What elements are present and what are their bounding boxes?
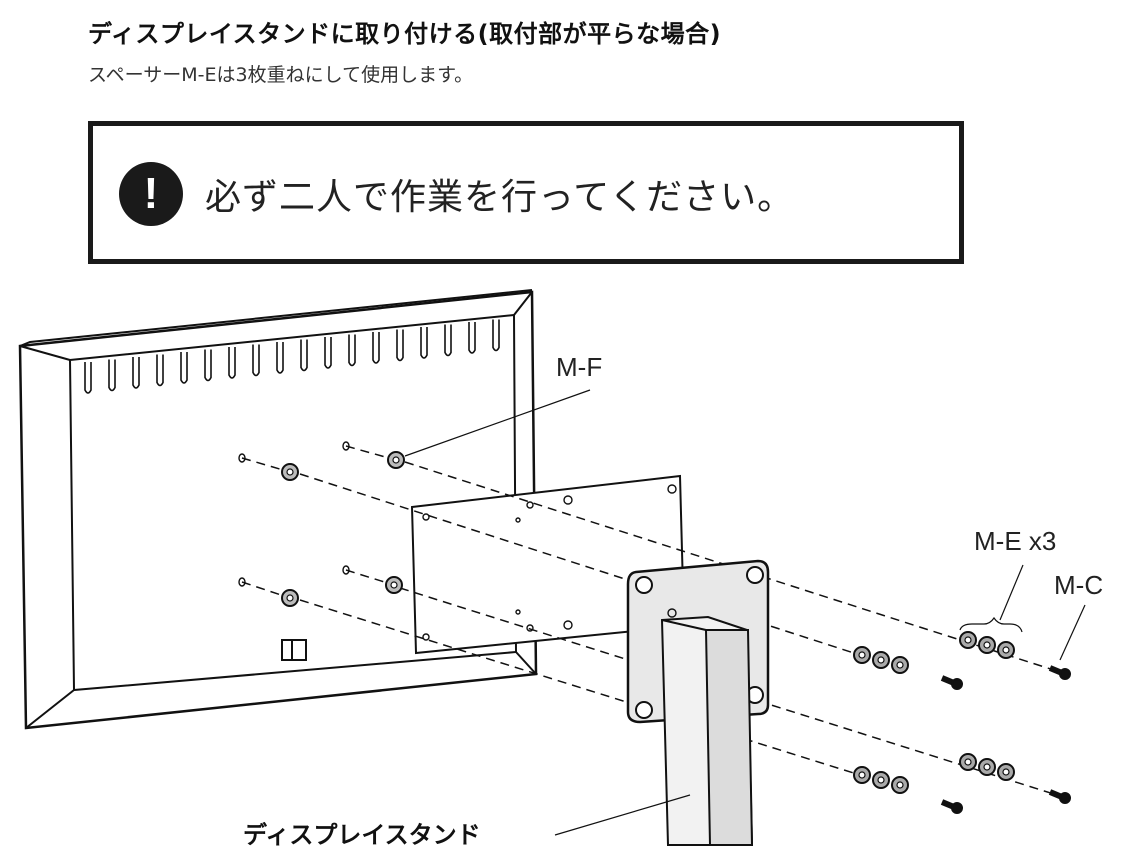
vent-slot: [204, 349, 212, 382]
label-me: M-E x3: [974, 526, 1057, 556]
vent-slot: [276, 342, 284, 374]
vent-slot: [252, 344, 260, 377]
label-mf: M-F: [556, 352, 603, 382]
vent-slot: [300, 339, 308, 372]
vent-slot: [420, 327, 428, 359]
mc-screw: [1048, 789, 1071, 804]
vent-slot: [156, 354, 164, 387]
mc-screw: [940, 799, 963, 814]
vent-slot: [132, 357, 140, 389]
monitor-back: [18, 289, 538, 730]
warning-box: ! 必ず二人で作業を行ってください。: [88, 121, 964, 264]
mc-screw: [1048, 665, 1071, 680]
vent-slot: [180, 352, 188, 384]
warning-text: 必ず二人で作業を行ってください。: [205, 177, 795, 218]
vent-slot: [444, 324, 452, 357]
vent-slot: [108, 359, 116, 392]
vent-slot: [396, 329, 404, 362]
vent-slot: [468, 322, 476, 354]
vent-slot: [84, 362, 92, 394]
label-mc: M-C: [1054, 570, 1104, 600]
mc-screw: [940, 675, 963, 690]
section-title: ディスプレイスタンドに取り付ける(取付部が平らな場合): [88, 20, 722, 48]
label-display-stand: ディスプレイスタンド: [243, 821, 481, 849]
vent-slot: [492, 319, 500, 352]
vent-slot: [228, 347, 236, 379]
section-subtitle: スペーサーM-Eは3枚重ねにして使用します。: [88, 64, 474, 86]
stand-column: [660, 615, 754, 846]
vent-slot: [324, 337, 332, 369]
vent-slot: [372, 332, 380, 364]
vent-slot: [348, 334, 356, 367]
exclamation-icon: !: [119, 162, 183, 226]
